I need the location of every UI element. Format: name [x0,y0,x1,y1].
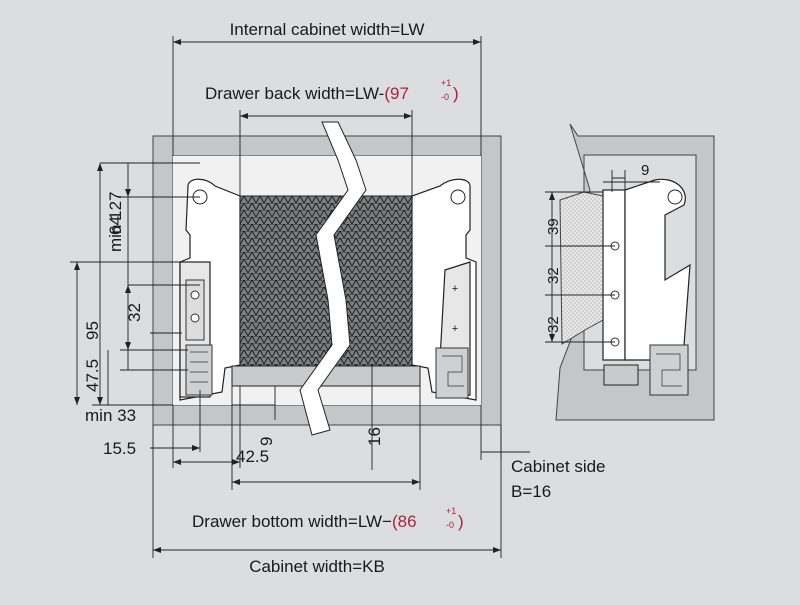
dim-15-5: 15.5 [103,439,136,458]
right-runner-mechanism: + + [435,261,471,399]
left-runner-mechanism [179,261,213,398]
cabinet-side-line1: Cabinet side [511,457,606,476]
dim-32: 32 [125,303,144,322]
back-width-value: 97 [390,84,409,103]
side-dim-32a: 32 [545,267,562,284]
back-width-label: Drawer back width=LW-(97 [205,84,409,103]
bottom-width-prefix: Drawer bottom width=LW− [192,512,392,531]
front-view: + + [70,20,606,576]
side-dim-9: 9 [641,162,649,179]
dim-16: 16 [365,427,384,446]
back-width-close: ) [453,84,459,103]
dim-47-5: 47.5 [83,359,102,392]
bottom-horizontal-dimensions [150,366,530,470]
bottom-width-dimension [231,386,421,490]
dim-64-visible: 64 [106,216,125,235]
cabinet-width-label: Cabinet width=KB [249,557,385,576]
svg-text:+: + [452,283,458,295]
back-width-open: ( [384,84,390,103]
back-width-prefix: Drawer back width=LW- [205,84,384,103]
dim-min33: min 33 [85,406,136,425]
bottom-width-open: ( [392,512,398,531]
bottom-width-value: 86 [398,512,417,531]
side-dimensions [545,170,660,343]
back-width-tol-minus: -0 [441,92,449,102]
dim-95: 95 [83,321,102,340]
left-vertical-dimensions [70,162,200,406]
dim-min127: min 127 [106,192,125,252]
side-drawer-front [559,191,604,345]
internal-width-label: Internal cabinet width=LW [230,20,425,39]
dim-9: 9 [257,437,276,446]
internal-width-dimension [172,36,482,156]
side-view: 9 39 32 32 [545,123,715,421]
side-runner [624,178,691,361]
bottom-width-label: Drawer bottom width=LW−(86 [192,512,417,531]
back-width-tol-plus: +1 [441,78,451,88]
side-bracket [602,189,626,361]
cabinet-width-dimension [152,425,502,558]
side-dim-39: 39 [545,218,562,235]
cabinet-side-line2: B=16 [511,482,551,501]
side-dim-32b: 32 [545,316,562,333]
back-width-dimension [239,110,413,196]
bottom-width-tol-minus: -0 [446,520,454,530]
side-bottom [603,364,639,386]
bottom-width-close: ) [458,512,464,531]
dim-42-5: 42.5 [236,447,269,466]
break-line [299,121,367,436]
svg-text:+: + [452,323,458,335]
bottom-width-tol-plus: +1 [446,506,456,516]
